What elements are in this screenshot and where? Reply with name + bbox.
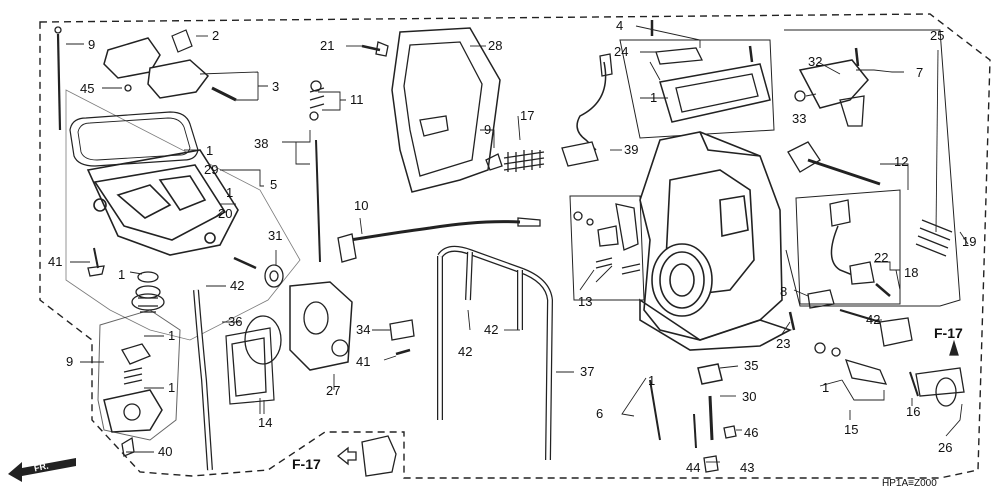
callout-28: 28 [488, 38, 503, 53]
callout-42-b: 42 [458, 344, 473, 359]
callout-34: 34 [356, 322, 371, 337]
callout-41-mid: 41 [356, 354, 371, 369]
callout-18: 18 [904, 265, 919, 280]
callout-1-top: 1 [650, 90, 658, 105]
callout-14: 14 [258, 415, 273, 430]
throttle-shaft [787, 141, 821, 173]
callout-27: 27 [326, 383, 341, 398]
callout-6: 6 [596, 406, 604, 421]
callout-33: 33 [792, 111, 807, 126]
callout-42-d: 42 [866, 312, 881, 327]
callout-36: 36 [228, 314, 243, 329]
callout-1-needle: 1 [648, 373, 656, 388]
top-cover-box [619, 39, 775, 139]
callout-1-pump-a: 1 [168, 328, 176, 343]
callout-32: 32 [808, 54, 823, 69]
callout-45: 45 [80, 81, 95, 96]
callout-42-c: 42 [484, 322, 499, 337]
frame-ref-right: F-17 [934, 325, 963, 341]
callout-30: 30 [742, 389, 757, 404]
accelerator-pump-spring [131, 285, 165, 313]
callout-39: 39 [624, 142, 639, 157]
right-assembly-box [784, 29, 961, 307]
carb-top-plate [659, 63, 771, 123]
callout-13: 13 [578, 294, 593, 309]
callout-42-a: 42 [230, 278, 245, 293]
callout-23: 23 [776, 336, 791, 351]
callout-19: 19 [962, 234, 977, 249]
callout-29: 29 [204, 162, 219, 177]
callout-46: 46 [744, 425, 759, 440]
callout-21: 21 [320, 38, 335, 53]
callout-37: 37 [580, 364, 595, 379]
callout-3: 3 [272, 79, 280, 94]
diagram-code: HP1A≡Z000 [882, 478, 937, 489]
callout-7: 7 [916, 65, 924, 80]
callout-1-gasket: 1 [206, 143, 214, 158]
callout-1-oring: 1 [118, 267, 126, 282]
callout-9-left: 9 [66, 354, 74, 369]
jet-box [569, 195, 645, 301]
callout-25: 25 [930, 28, 945, 43]
callout-12: 12 [894, 154, 909, 169]
callout-35: 35 [744, 358, 759, 373]
callout-24: 24 [614, 44, 629, 59]
jet-needle [315, 139, 321, 263]
callout-22: 22 [874, 250, 889, 265]
throttle-cable [349, 220, 521, 242]
callout-2: 2 [212, 28, 220, 43]
cap-cover [147, 59, 210, 99]
callout-31: 31 [268, 228, 283, 243]
callout-9-top: 9 [88, 37, 96, 52]
callout-17: 17 [520, 108, 535, 123]
frame-ref-bottom: F-17 [292, 456, 321, 472]
callout-1-right: 1 [822, 380, 830, 395]
front-direction-arrow [8, 458, 76, 482]
callout-40: 40 [158, 444, 173, 459]
callout-15: 15 [844, 422, 859, 437]
vent-tube [56, 33, 62, 131]
callout-43: 43 [740, 460, 755, 475]
callout-26: 26 [938, 440, 953, 455]
throttle-arm [798, 59, 869, 109]
float-bowl [86, 149, 239, 256]
callout-4: 4 [616, 18, 624, 33]
callout-1-float: 1 [226, 185, 234, 200]
callout-38: 38 [254, 136, 269, 151]
callout-44: 44 [686, 460, 701, 475]
callout-20: 20 [218, 206, 233, 221]
intake-adapter [289, 281, 353, 371]
carburetor-body [639, 131, 793, 351]
callout-1-pump-b: 1 [168, 380, 176, 395]
callout-16: 16 [906, 404, 921, 419]
callout-8: 8 [780, 284, 788, 299]
callout-41-left: 41 [48, 254, 63, 269]
pump-cover [97, 309, 181, 441]
callout-9-mid: 9 [484, 122, 492, 137]
throttle-position-sensor [829, 199, 851, 227]
callout-5: 5 [270, 177, 278, 192]
float-bowl-bracket [65, 89, 301, 341]
throttle-sensor-box [795, 189, 901, 305]
callout-11: 11 [350, 92, 364, 107]
callout-10: 10 [354, 198, 369, 213]
clip-part [171, 29, 193, 53]
